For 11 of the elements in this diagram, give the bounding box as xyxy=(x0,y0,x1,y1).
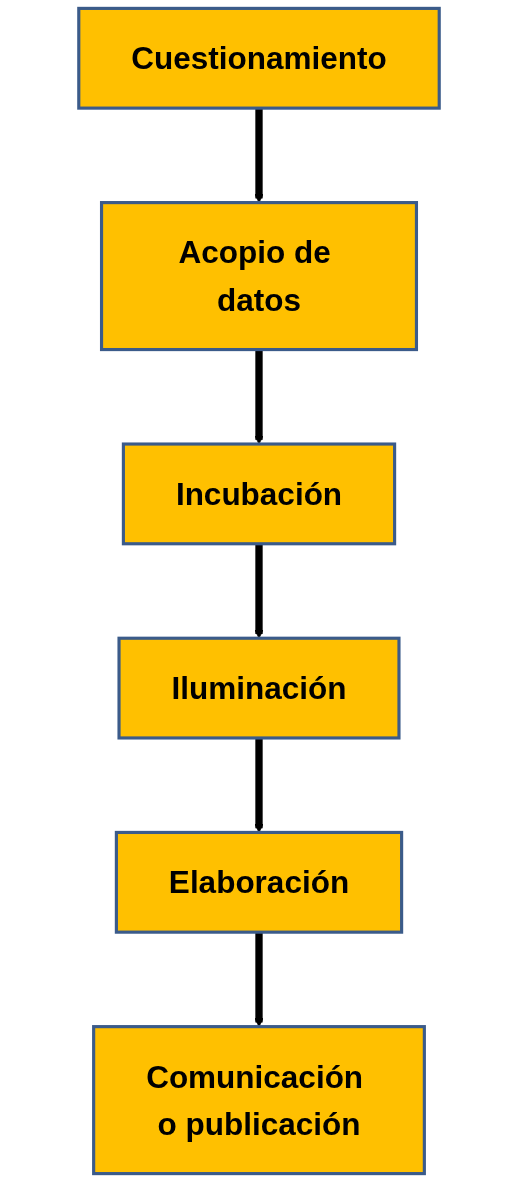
node-box: Acopio de datos xyxy=(99,201,419,352)
arrow xyxy=(254,543,264,639)
arrow xyxy=(254,108,264,203)
node-box: Cuestionamiento xyxy=(77,6,441,110)
arrow xyxy=(254,349,264,445)
arrow xyxy=(254,932,264,1028)
node-box: Incubación xyxy=(121,442,397,546)
node-box: Iluminación xyxy=(117,636,401,740)
arrow xyxy=(254,737,264,833)
node-box: Elaboración xyxy=(114,830,404,934)
node-box: Comunicación o publicación xyxy=(92,1025,426,1176)
